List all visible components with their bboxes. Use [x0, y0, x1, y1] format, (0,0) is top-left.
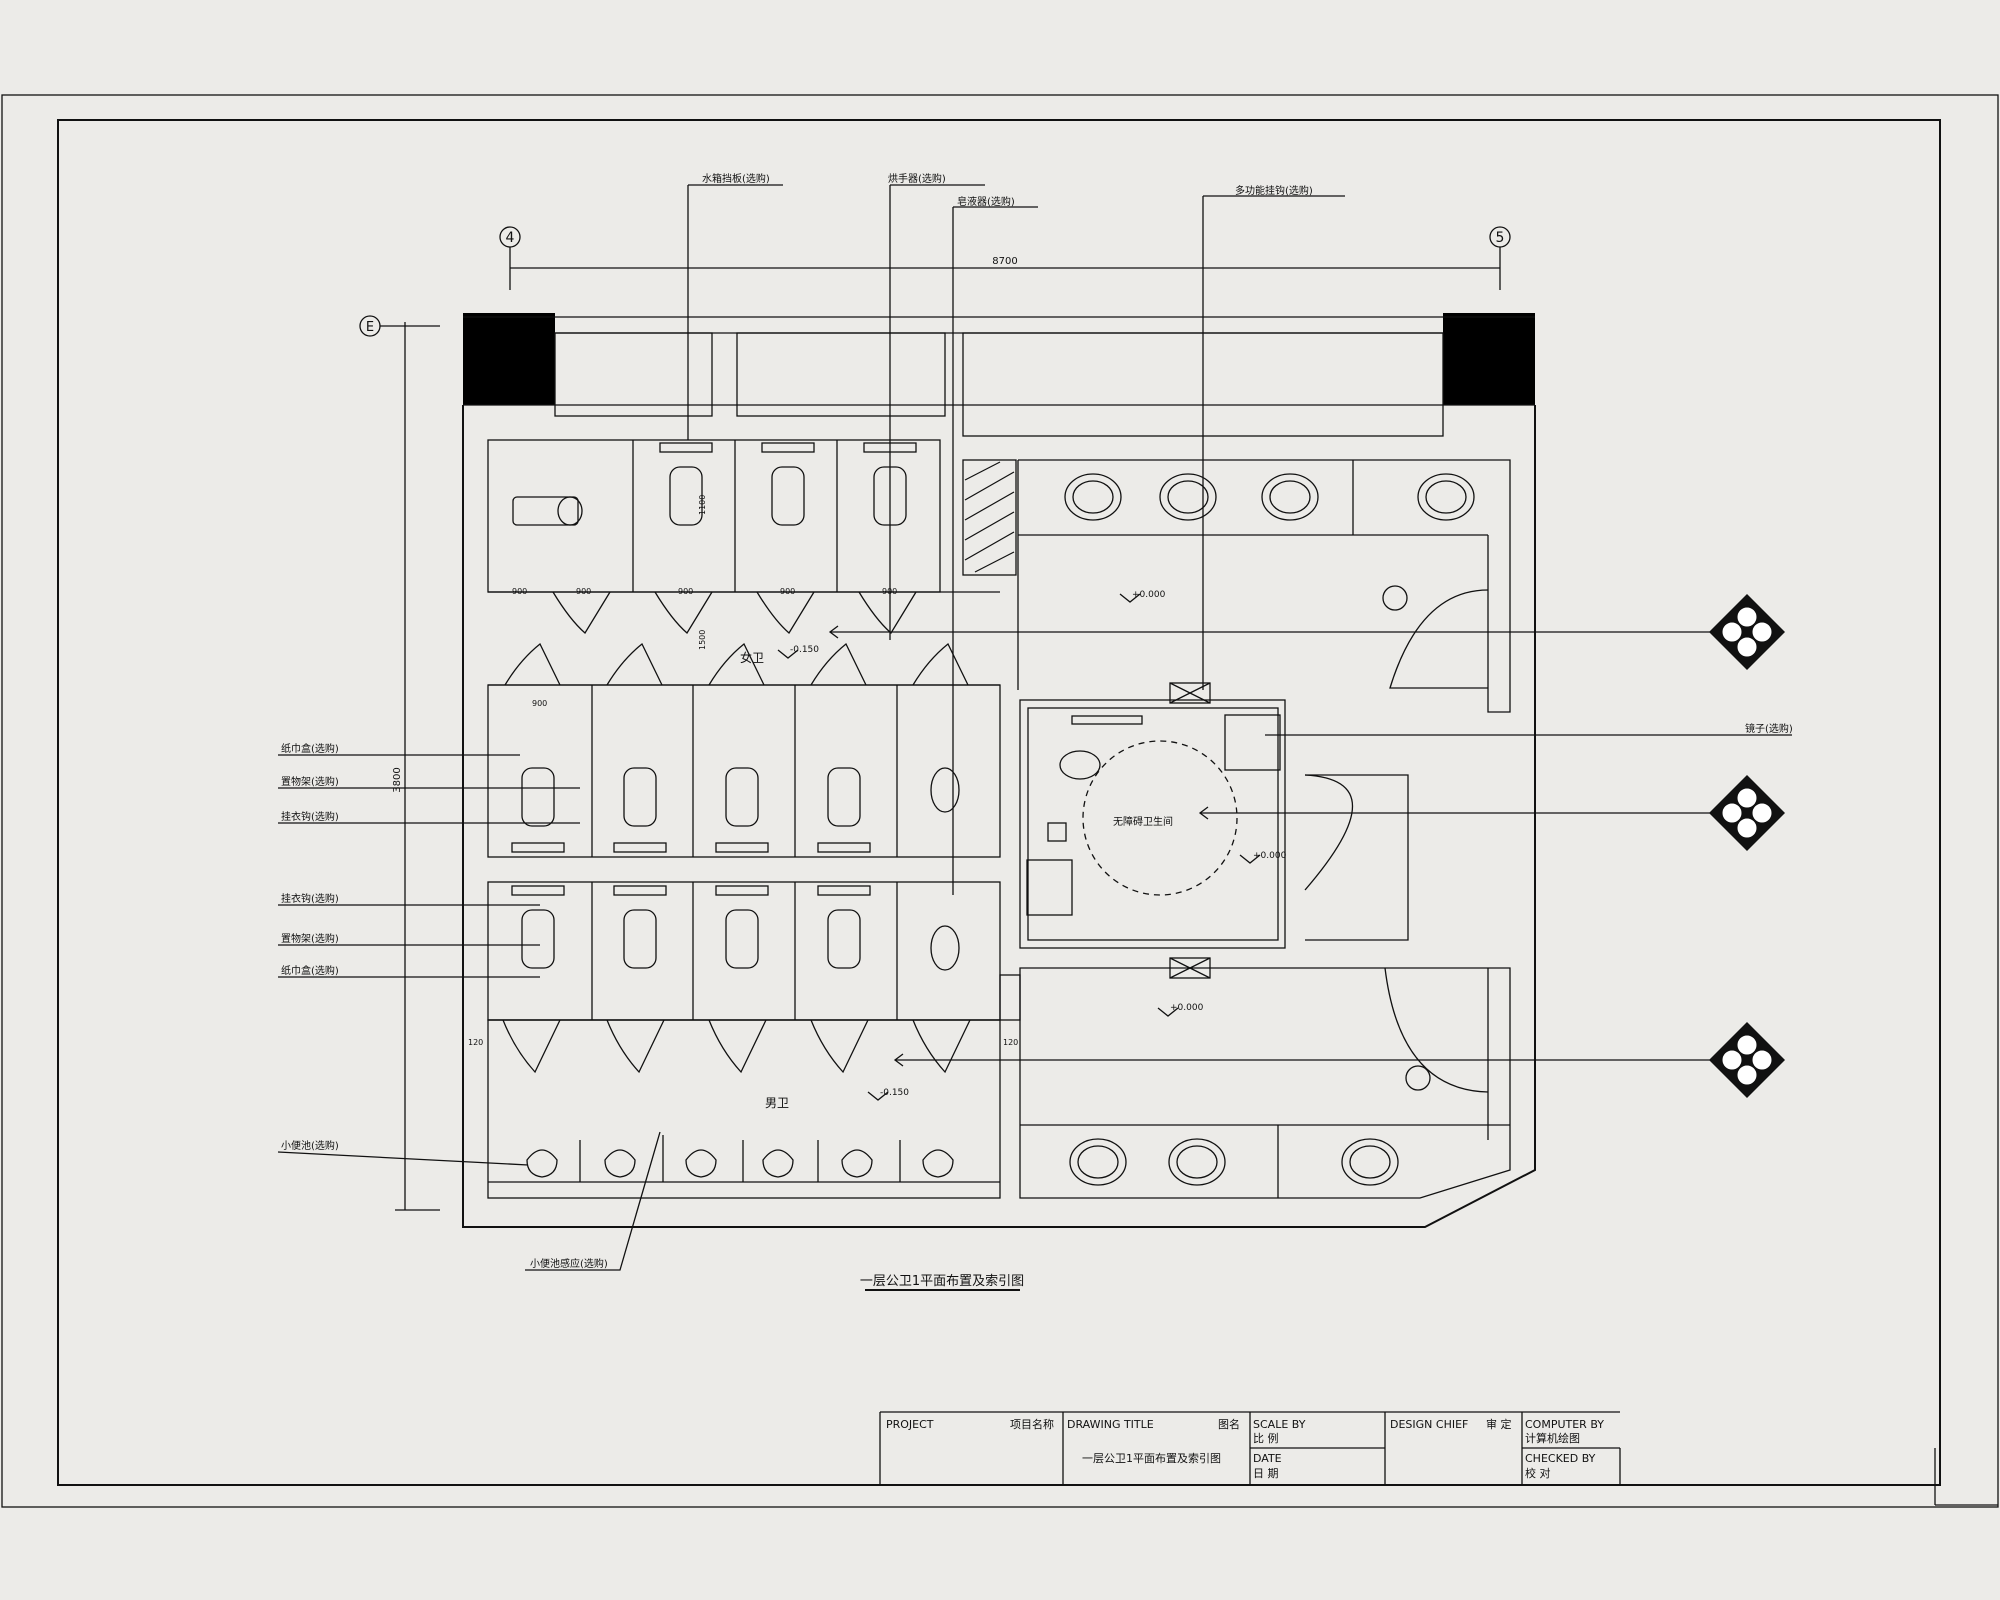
urinals: [526, 1149, 954, 1178]
tb-title-cn: 图名: [1218, 1417, 1240, 1431]
label-multi: 多功能挂钩(选购): [1235, 184, 1313, 197]
index-symbols: [828, 585, 1785, 1098]
tb-project: PROJECT: [886, 1418, 934, 1431]
tb-computer-by: COMPUTER BY: [1525, 1418, 1604, 1431]
svg-text:900: 900: [678, 587, 693, 596]
label-mirror: 镜子(选购): [1745, 722, 1793, 735]
axis-e-label: E: [366, 320, 374, 335]
label-hook-1: 挂衣钩(选购): [281, 810, 339, 823]
male-doors: [502, 1019, 971, 1074]
building-structure: [462, 313, 1536, 1228]
drawing-title: 一层公卫1平面布置及索引图: [860, 1274, 1024, 1289]
elevation-accessible: +0.000: [1253, 851, 1287, 861]
male-restroom: 男卫 -0.150 120 120: [468, 881, 1018, 1199]
elevation-lobby-top: +0.000: [1132, 590, 1166, 600]
tb-title-label: DRAWING TITLE: [1067, 1418, 1154, 1431]
tb-project-cn: 项目名称: [1010, 1417, 1054, 1431]
top-washbasins: [1064, 460, 1475, 535]
column-left: [463, 313, 555, 405]
male-toilets: [511, 885, 960, 971]
axis-markers: 4 5 E 8700 3800: [359, 226, 1511, 1211]
male-room-label: 男卫: [765, 1096, 789, 1110]
outer-border: [1, 94, 1999, 1508]
label-urinal-sensor: 小便池感应(选购): [530, 1257, 608, 1270]
tb-computer-by-cn: 计算机绘图: [1525, 1431, 1580, 1445]
half-dim-2: 120: [1003, 1038, 1018, 1047]
female-top-toilets: [512, 442, 917, 526]
tb-checked-by-cn: 校 对: [1525, 1466, 1551, 1480]
tb-scale-label: SCALE BY: [1253, 1418, 1306, 1431]
svg-text:900: 900: [512, 587, 527, 596]
half-dim-1: 120: [468, 1038, 483, 1047]
tb-checked-by: CHECKED BY: [1525, 1452, 1596, 1465]
female-restroom: 女卫 -0.150 1100 1500: [487, 439, 1001, 858]
title-block: PROJECT 项目名称 DRAWING TITLE 图名 一层公卫1平面布置及…: [879, 1411, 1998, 1506]
corridor-dim: 1500: [698, 630, 707, 650]
bottom-washbasins: [1069, 1138, 1399, 1186]
lobby-top: +0.000: [962, 459, 1511, 713]
svg-text:900: 900: [576, 587, 591, 596]
accessible-restroom: 无障碍卫生间 +0.000: [1019, 682, 1409, 979]
female-bottom-toilets: [511, 767, 960, 853]
svg-text:900: 900: [532, 699, 547, 708]
label-hand-dryer: 烘手器(选购): [888, 172, 946, 185]
female-room-label: 女卫: [740, 650, 764, 665]
annotations: 水箱挡板(选购) 烘手器(选购) 皂液器(选购) 多功能挂钩(选购) 纸巾盒(选…: [277, 172, 1793, 1271]
elevation-female: -0.150: [790, 645, 819, 655]
axis-4-label: 4: [506, 230, 515, 246]
svg-text:900: 900: [780, 587, 795, 596]
tb-design-chief: DESIGN CHIEF: [1390, 1418, 1468, 1431]
tb-scale-cn: 比 例: [1253, 1431, 1279, 1445]
label-shelf-2: 置物架(选购): [281, 932, 339, 945]
tb-title-value: 一层公卫1平面布置及索引图: [1082, 1451, 1221, 1465]
label-tissue-2: 纸巾盒(选购): [281, 964, 339, 977]
top-dimension: 8700: [992, 256, 1017, 267]
label-tissue-1: 纸巾盒(选购): [281, 742, 339, 755]
label-soap: 皂液器(选购): [957, 195, 1015, 208]
stall-depth-dim: 1100: [698, 495, 707, 515]
label-hook-2: 挂衣钩(选购): [281, 892, 339, 905]
inner-border: [57, 119, 1941, 1486]
label-shelf-1: 置物架(选购): [281, 775, 339, 788]
lobby-bottom: +0.000: [999, 967, 1511, 1199]
elevation-lobby-bottom: +0.000: [1170, 1003, 1204, 1013]
left-dimension: 3800: [392, 767, 403, 792]
female-doors: [504, 591, 969, 686]
accessible-room-label: 无障碍卫生间: [1113, 815, 1173, 828]
tb-date-cn: 日 期: [1253, 1467, 1279, 1480]
label-water-tank: 水箱挡板(选购): [702, 172, 770, 185]
label-urinal: 小便池(选购): [281, 1139, 339, 1152]
tb-date-label: DATE: [1253, 1452, 1282, 1465]
elevation-male: -0.150: [880, 1088, 909, 1098]
column-right: [1443, 313, 1535, 405]
tb-design-chief-cn: 审 定: [1486, 1417, 1512, 1431]
axis-5-label: 5: [1496, 230, 1505, 246]
